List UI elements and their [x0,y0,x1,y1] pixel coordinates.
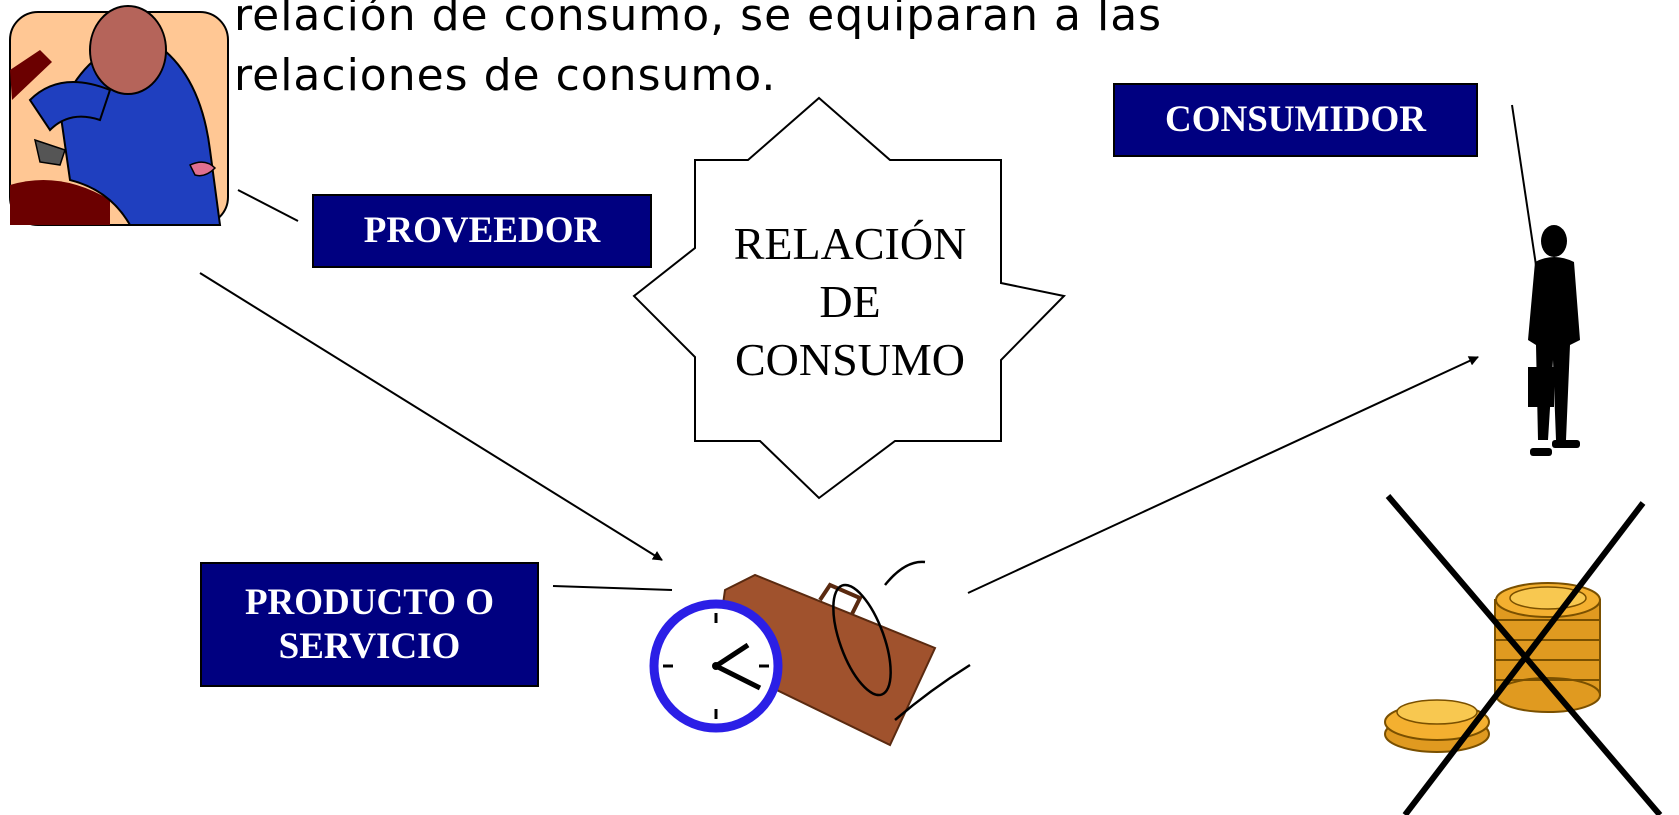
proveedor-text: PROVEEDOR [363,210,601,251]
coins-icon [1384,582,1601,753]
mechanic-clipart-icon [9,5,229,226]
relation-star-text: RELACIÓN DE CONSUMO [690,215,1010,389]
proveedor-label: PROVEEDOR [312,194,652,268]
header-line-1: relación de consumo, se equiparan a las [234,0,1163,41]
star-text-line-1: RELACIÓN [733,218,967,269]
star-text-line-3: CONSUMO [734,334,966,385]
star-text-line-2: DE [819,276,881,327]
consumidor-text: CONSUMIDOR [1164,99,1427,140]
businessman-silhouette-icon [1528,225,1580,456]
producto-text-line-1: PRODUCTO O [244,581,495,623]
clock-icon [649,599,783,733]
producto-servicio-label: PRODUCTO O SERVICIO [200,562,539,687]
relation-star [632,96,1067,500]
producto-text-line-2: SERVICIO [278,625,461,667]
glasses-icon [832,560,971,721]
header-text: relación de consumo, se equiparan a las … [234,0,1234,106]
cross-out-icon [1385,494,1663,815]
header-line-2: relaciones de consumo. [234,50,777,101]
consumidor-label: CONSUMIDOR [1113,83,1478,157]
